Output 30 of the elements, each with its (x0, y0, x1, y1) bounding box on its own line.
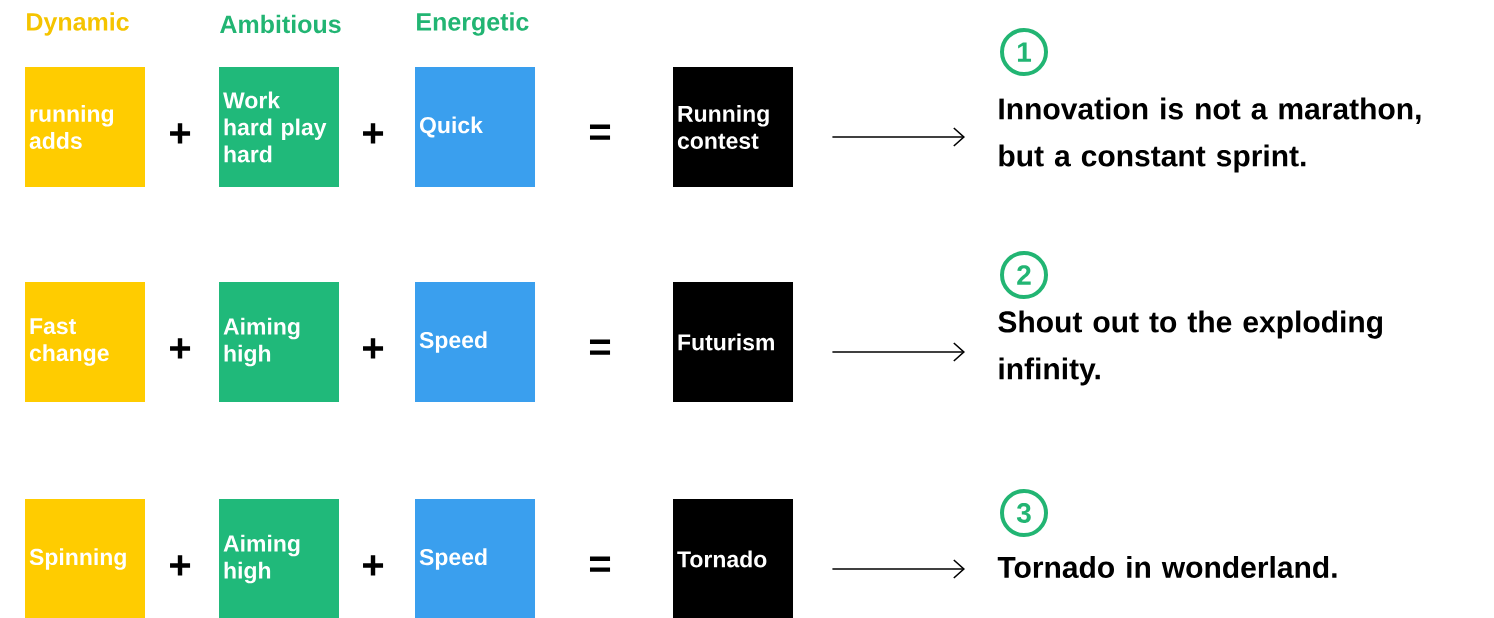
equals-sign: = (590, 339, 611, 355)
plus-sign: + (170, 555, 191, 576)
equals-sign: = (590, 556, 611, 572)
plus-sign: + (170, 123, 191, 144)
term-box: Spinning (25, 499, 145, 618)
column-heading: Energetic (417, 12, 529, 36)
result-box: Tornado (673, 499, 793, 618)
equals-sign: = (590, 124, 611, 140)
column-heading: Ambitious (220, 14, 341, 34)
result-box: Running contest (673, 67, 793, 187)
arrow (831, 127, 965, 147)
term-box: running adds (25, 67, 145, 187)
plus-sign: + (363, 338, 384, 359)
term-box: Aiming high (219, 282, 339, 402)
quote-text: Shout out to the exploding infinity. (998, 310, 1382, 386)
term-box: Work hard play hard (219, 67, 339, 187)
column-heading: Dynamic (27, 12, 129, 36)
arrow (831, 559, 965, 579)
plus-sign: + (363, 555, 384, 576)
term-box: Speed (415, 282, 535, 402)
term-box: Fast change (25, 282, 145, 402)
quote-text: Innovation is not a marathon, but a constant sprint. (999, 97, 1421, 173)
result-box: Futurism (673, 282, 793, 402)
quote-text: Tornado in wonderland. (997, 556, 1337, 578)
term-box: Aiming high (219, 499, 339, 618)
term-box: Quick (415, 67, 535, 187)
plus-sign: + (170, 338, 191, 359)
arrow (831, 342, 965, 362)
plus-sign: + (363, 123, 384, 144)
term-box: Speed (415, 499, 535, 618)
